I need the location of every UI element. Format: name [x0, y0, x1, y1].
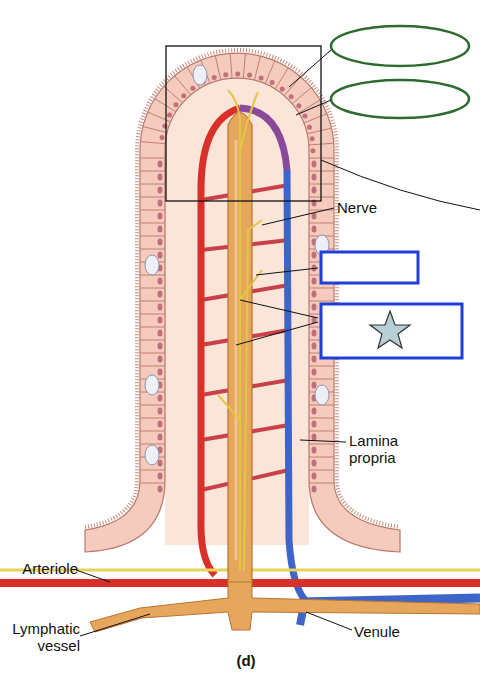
- part-label: Lamina propria: [349, 432, 413, 466]
- nerve-fibers: [218, 90, 262, 570]
- leader-line: [262, 208, 334, 225]
- leader-line: [240, 300, 318, 318]
- leader-line: [306, 612, 352, 630]
- blank-callout-box: [321, 304, 462, 358]
- part-label: Nerve: [337, 199, 407, 216]
- leader-line: [236, 322, 318, 345]
- lacteal-highlight: [235, 140, 238, 560]
- part-label: (d): [226, 652, 266, 669]
- leader-line: [256, 268, 318, 275]
- leader-line: [300, 440, 346, 442]
- blank-callout-box: [321, 252, 418, 283]
- blank-callout: [331, 80, 469, 118]
- leader-line: [80, 614, 150, 636]
- blank-callout: [331, 26, 469, 66]
- part-label: Arteriole: [4, 560, 78, 577]
- venous-capillary: [287, 170, 305, 600]
- lymphatic-vessel: [90, 580, 480, 632]
- part-label: Venule: [354, 623, 424, 640]
- part-label: Lymphatic vessel: [4, 620, 80, 654]
- leader-line: [289, 50, 331, 87]
- star-symbol: [370, 311, 410, 348]
- magnify-box: [166, 46, 321, 201]
- leader-line: [76, 570, 110, 582]
- leader-line: [296, 100, 331, 115]
